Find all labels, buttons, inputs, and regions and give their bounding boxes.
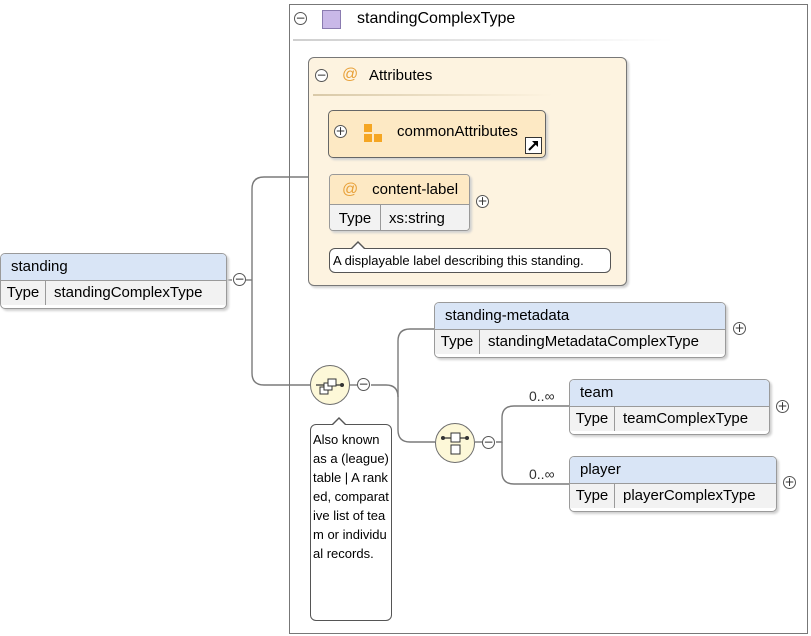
standing-metadata-type-key: Type [435, 330, 480, 354]
content-label-name: content-label [372, 181, 459, 198]
content-label-documentation: A displayable label describing this stan… [329, 241, 611, 273]
choice-compositor[interactable] [435, 423, 475, 463]
team-name: team [570, 380, 769, 407]
collapse-sequence-toggle[interactable]: − [357, 377, 370, 391]
standing-type-value: standingComplexType [54, 284, 203, 301]
sequence-icon [316, 378, 344, 395]
complex-type-name: standingComplexType [357, 10, 516, 27]
element-team[interactable]: team Type teamComplexType [569, 379, 770, 435]
attribute-group-icon [364, 124, 382, 142]
player-type-key: Type [570, 484, 615, 508]
choice-icon [441, 432, 469, 455]
reference-link-icon[interactable] [525, 137, 542, 154]
content-label-type-key: Type [330, 205, 381, 230]
content-label-type-value: xs:string [389, 210, 445, 227]
standing-metadata-type-value: standingMetadataComplexType [488, 333, 699, 350]
team-type-key: Type [570, 407, 615, 431]
complex-type-frame [289, 4, 808, 634]
collapse-attributes-toggle[interactable]: − [315, 68, 328, 82]
standing-metadata-name: standing-metadata [435, 303, 725, 330]
expand-player-toggle[interactable]: + [783, 475, 796, 489]
player-cardinality: 0..∞ [529, 466, 555, 482]
complex-type-icon [322, 10, 341, 29]
element-standing-metadata[interactable]: standing-metadata Type standingMetadataC… [434, 302, 726, 358]
content-label-at-icon: @ [342, 181, 359, 198]
content-label-attribute[interactable]: @ content-label Type xs:string [329, 174, 470, 231]
expand-team-toggle[interactable]: + [776, 399, 789, 413]
sequence-compositor[interactable] [310, 365, 350, 405]
expand-content-label-toggle[interactable]: + [476, 194, 489, 208]
attributes-title: Attributes [369, 67, 433, 84]
collapse-choice-toggle[interactable]: − [482, 435, 495, 449]
collapse-standing-toggle[interactable]: − [233, 272, 246, 286]
expand-common-attributes-toggle[interactable]: + [334, 124, 347, 138]
sequence-documentation: Also known as a (league) table | A ranke… [310, 417, 392, 621]
element-player[interactable]: player Type playerComplexType [569, 456, 777, 512]
expand-standing-metadata-toggle[interactable]: + [733, 321, 746, 335]
player-type-value: playerComplexType [623, 487, 756, 504]
standing-name: standing [1, 254, 226, 281]
attributes-at-icon: @ [342, 66, 359, 83]
header-separator [293, 39, 673, 41]
attributes-separator [313, 94, 553, 96]
standing-type-key: Type [1, 281, 46, 305]
team-cardinality: 0..∞ [529, 388, 555, 404]
player-name: player [570, 457, 776, 484]
element-standing[interactable]: standing Type standingComplexType [0, 253, 227, 309]
collapse-complex-type-toggle[interactable]: − [294, 11, 307, 25]
common-attributes-name: commonAttributes [397, 123, 518, 140]
team-type-value: teamComplexType [623, 410, 749, 427]
